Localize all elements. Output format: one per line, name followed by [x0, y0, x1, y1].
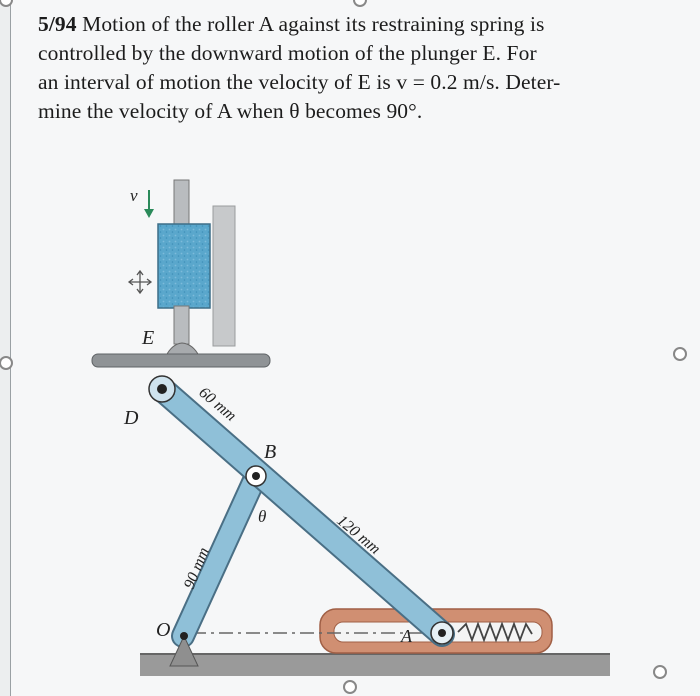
- plunger-rod-top: [173, 179, 190, 231]
- plunger-rod-bottom: [173, 305, 190, 345]
- label-D: D: [123, 407, 139, 429]
- label-v: v: [130, 186, 138, 205]
- selection-handle-middle-left[interactable]: [0, 356, 13, 370]
- problem-line-4: mine the velocity of A when θ becomes 90…: [38, 99, 423, 123]
- spring-coil: [457, 621, 533, 643]
- problem-number: 5/94: [38, 12, 77, 36]
- selection-handle-top-left[interactable]: [0, 0, 13, 7]
- guide-wall: [212, 205, 236, 347]
- pin-o: [180, 632, 188, 640]
- label-B: B: [264, 441, 276, 463]
- ground-base: [140, 654, 610, 676]
- problem-line-2: controlled by the downward motion of the…: [38, 41, 537, 65]
- label-theta: θ: [258, 507, 266, 526]
- joint-d-pin: [157, 384, 167, 394]
- label-O: O: [156, 619, 170, 641]
- link-da-fill: [151, 378, 453, 645]
- label-A: A: [400, 626, 413, 646]
- selection-handle-bottom-center[interactable]: [343, 680, 357, 694]
- plunger-plate: [91, 353, 271, 368]
- move-cursor-icon: [127, 269, 153, 295]
- link-ob-fill: [173, 466, 266, 646]
- plunger-block: [157, 223, 211, 309]
- label-E: E: [141, 327, 154, 349]
- problem-statement: 5/94 Motion of the roller A against its …: [38, 10, 688, 126]
- joint-b-pin: [252, 472, 260, 480]
- problem-line-3: an interval of motion the velocity of E …: [38, 70, 561, 94]
- problem-line-1: 5/94 Motion of the roller A against its …: [38, 12, 545, 36]
- selection-handle-bottom-right[interactable]: [653, 665, 667, 679]
- plunger-foot: [165, 342, 200, 357]
- selection-handle-top-center[interactable]: [353, 0, 367, 7]
- velocity-arrow-head: [144, 209, 154, 218]
- roller-a-pin: [438, 629, 446, 637]
- pivot-support-o: [169, 634, 199, 667]
- selection-handle-middle-right[interactable]: [673, 347, 687, 361]
